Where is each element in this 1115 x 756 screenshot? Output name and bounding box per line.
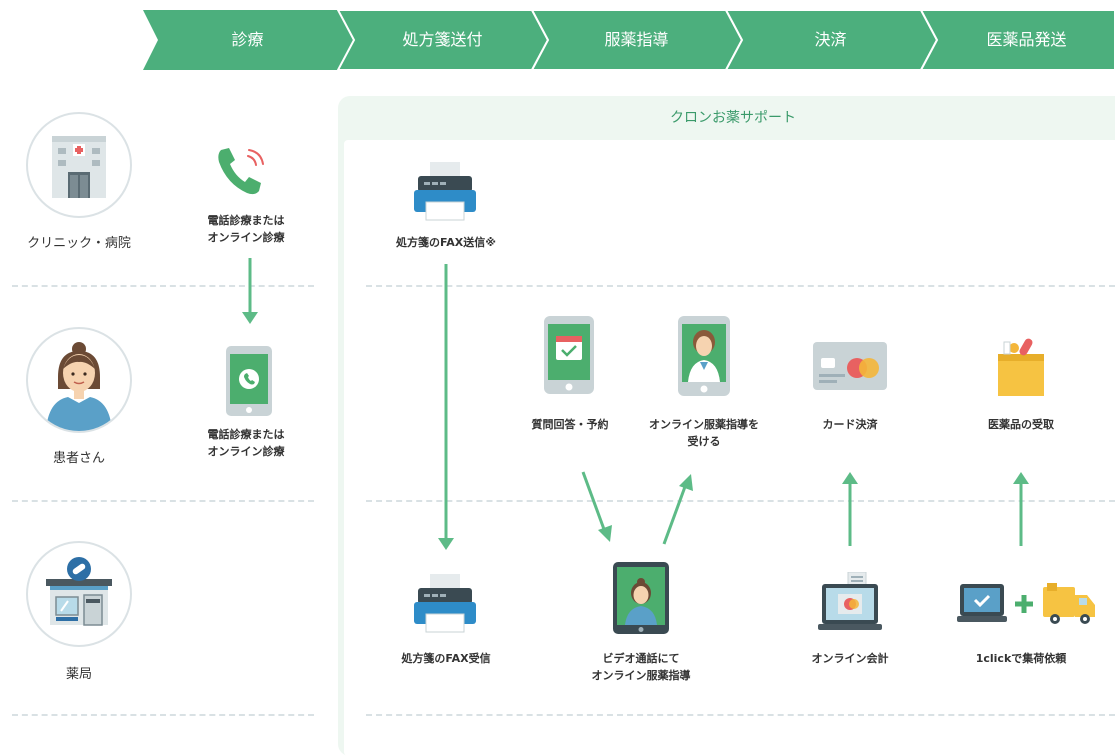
left-divider-3: [12, 714, 314, 716]
smartphone-label-line-2: オンライン診療: [207, 445, 285, 458]
smartphone-calendar-icon: [544, 316, 594, 394]
left-divider-1: [12, 285, 314, 287]
phone-label-line-1: 電話診療または: [207, 214, 285, 227]
card-label: カード決済: [822, 418, 878, 431]
step-label-5: 医薬品発送: [986, 30, 1067, 49]
left-divider-2: [12, 500, 314, 502]
online-guidance-label-line-2: 受ける: [687, 435, 721, 448]
pharmacy-avatar: [26, 541, 132, 647]
step-chevrons: [143, 10, 1115, 70]
fax-machine-icon: [414, 162, 476, 221]
support-panel-title: クロンお薬サポート: [670, 110, 796, 126]
phone-label-line-2: オンライン診療: [207, 231, 285, 244]
fax-receive-label: 処方箋のFAX受信: [401, 652, 491, 665]
role-label-pharmacy: 薬局: [65, 667, 92, 682]
panel-divider-1: [366, 285, 1115, 287]
smartphone-pharmacist-icon: [678, 316, 730, 396]
arrow-pickup-to-receive: [1013, 472, 1029, 546]
clinic-avatar: [26, 112, 132, 218]
arrow-qa-to-video: [581, 471, 612, 542]
step-label-1: 診療: [231, 30, 264, 49]
online-payment-label: オンライン会計: [811, 652, 889, 665]
online-guidance-label-line-1: オンライン服薬指導を: [649, 418, 759, 431]
medicine-box-icon: [998, 338, 1044, 396]
step-chevron-1: [143, 10, 354, 70]
step-label-4: 決済: [814, 30, 847, 49]
smartphone-label: 電話診療または オンライン診療: [186, 426, 306, 460]
arrow-fax-down: [438, 264, 454, 550]
medicine-receive-label: 医薬品の受取: [988, 418, 1054, 431]
video-call-label-line-2: オンライン服薬指導: [591, 669, 691, 682]
support-panel-body: [344, 140, 1115, 756]
patient-woman-icon: [46, 342, 112, 431]
support-panel: クロンお薬サポート: [338, 96, 1115, 756]
pharmacy-store-icon: [46, 557, 112, 626]
plus-icon: [1015, 595, 1033, 613]
step-label-2: 処方箋送付: [402, 30, 483, 49]
panel-divider-3: [366, 714, 1115, 716]
step-chevron-2: [336, 10, 550, 70]
phone-label: 電話診療または オンライン診療: [186, 212, 306, 246]
laptop-payment-icon: [818, 572, 882, 630]
video-call-label: ビデオ通話にて オンライン服薬指導: [571, 650, 711, 684]
credit-card-icon: [813, 342, 887, 390]
qa-label: 質問回答・予約: [531, 418, 609, 431]
smartphone-label-line-1: 電話診療または: [207, 428, 285, 441]
step-chevron-5: [919, 10, 1115, 70]
fax-send-label: 処方箋のFAX送信※: [396, 236, 496, 249]
smartphone-call-icon: [226, 346, 272, 416]
role-label-patient: 患者さん: [52, 451, 105, 466]
arrow-video-to-guidance: [662, 474, 693, 545]
arrow-payment-to-card: [842, 472, 858, 546]
one-click-label: 1clickで集荷依頼: [975, 652, 1067, 665]
arrow-clinic-to-patient: [242, 258, 258, 324]
online-guidance-label: オンライン服薬指導を 受ける: [634, 416, 774, 450]
step-chevron-3: [530, 10, 744, 70]
fax-receive-icon: [414, 574, 476, 633]
delivery-truck-icon: [1043, 583, 1095, 624]
phone-ringing-icon: [218, 148, 264, 195]
laptop-check-icon: [957, 584, 1007, 622]
hospital-building-icon: [52, 136, 106, 198]
tablet-video-call-icon: [613, 562, 669, 634]
step-chevron-4: [724, 10, 939, 70]
patient-avatar: [26, 327, 132, 433]
video-call-label-line-1: ビデオ通話にて: [602, 652, 680, 665]
role-label-clinic: クリニック・病院: [27, 236, 131, 251]
step-label-3: 服薬指導: [604, 30, 669, 49]
step-bar: 診療 処方箋送付 服薬指導 決済 医薬品発送: [0, 10, 1115, 70]
panel-divider-2: [366, 500, 1115, 502]
